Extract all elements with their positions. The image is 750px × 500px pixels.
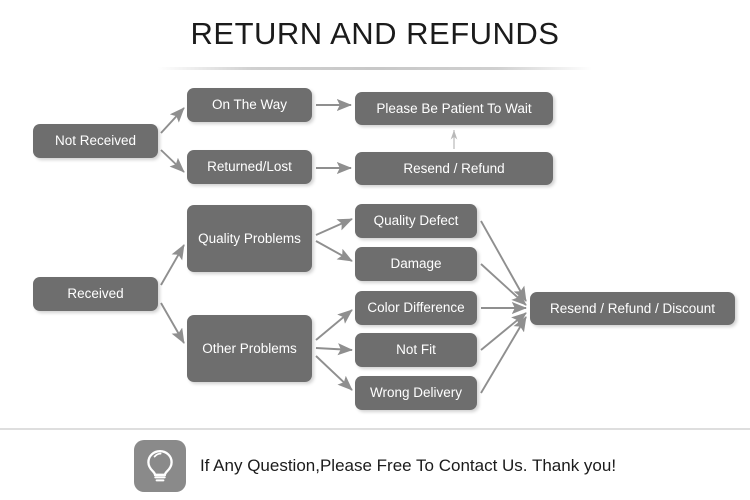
- page-title: RETURN AND REFUNDS: [190, 16, 560, 51]
- node-quality-problems[interactable]: Quality Problems: [187, 205, 312, 272]
- footer: If Any Question,Please Free To Contact U…: [0, 436, 750, 496]
- node-color-difference[interactable]: Color Difference: [355, 291, 477, 325]
- node-received[interactable]: Received: [33, 277, 158, 311]
- footer-text: If Any Question,Please Free To Contact U…: [199, 456, 617, 475]
- node-not-fit[interactable]: Not Fit: [355, 333, 477, 367]
- edge-other-problems-color-difference: [315, 309, 353, 341]
- edge-damage-final: [480, 263, 527, 306]
- edge-not-received-returned-lost: [160, 149, 185, 173]
- node-quality-defect[interactable]: Quality Defect: [355, 204, 477, 238]
- node-not-received[interactable]: Not Received: [33, 124, 158, 158]
- edge-not-received-on-the-way: [160, 107, 185, 134]
- footer-divider: [0, 428, 750, 430]
- edge-received-other-problems: [160, 302, 185, 344]
- node-damage[interactable]: Damage: [355, 247, 477, 281]
- node-resend-refund-discount[interactable]: Resend / Refund / Discount: [530, 292, 735, 325]
- edge-not-fit-final: [480, 312, 527, 351]
- edge-other-problems-wrong-delivery: [315, 355, 353, 391]
- node-resend-refund[interactable]: Resend / Refund: [355, 152, 553, 185]
- lightbulb-icon: [133, 440, 186, 492]
- edge-other-problems-not-fit: [315, 343, 353, 356]
- edge-quality-problems-damage: [315, 240, 353, 262]
- edge-quality-defect-final: [480, 220, 527, 302]
- edge-received-quality-problems: [160, 244, 185, 286]
- node-please-be-patient-to-wait[interactable]: Please Be Patient To Wait: [355, 92, 553, 125]
- node-other-problems[interactable]: Other Problems: [187, 315, 312, 382]
- node-returned-lost[interactable]: Returned/Lost: [187, 150, 312, 184]
- node-wrong-delivery[interactable]: Wrong Delivery: [355, 376, 477, 410]
- node-on-the-way[interactable]: On The Way: [187, 88, 312, 122]
- title-divider: [158, 67, 592, 70]
- edge-wrong-delivery-final: [480, 316, 527, 394]
- edge-quality-problems-quality-defect: [315, 218, 353, 236]
